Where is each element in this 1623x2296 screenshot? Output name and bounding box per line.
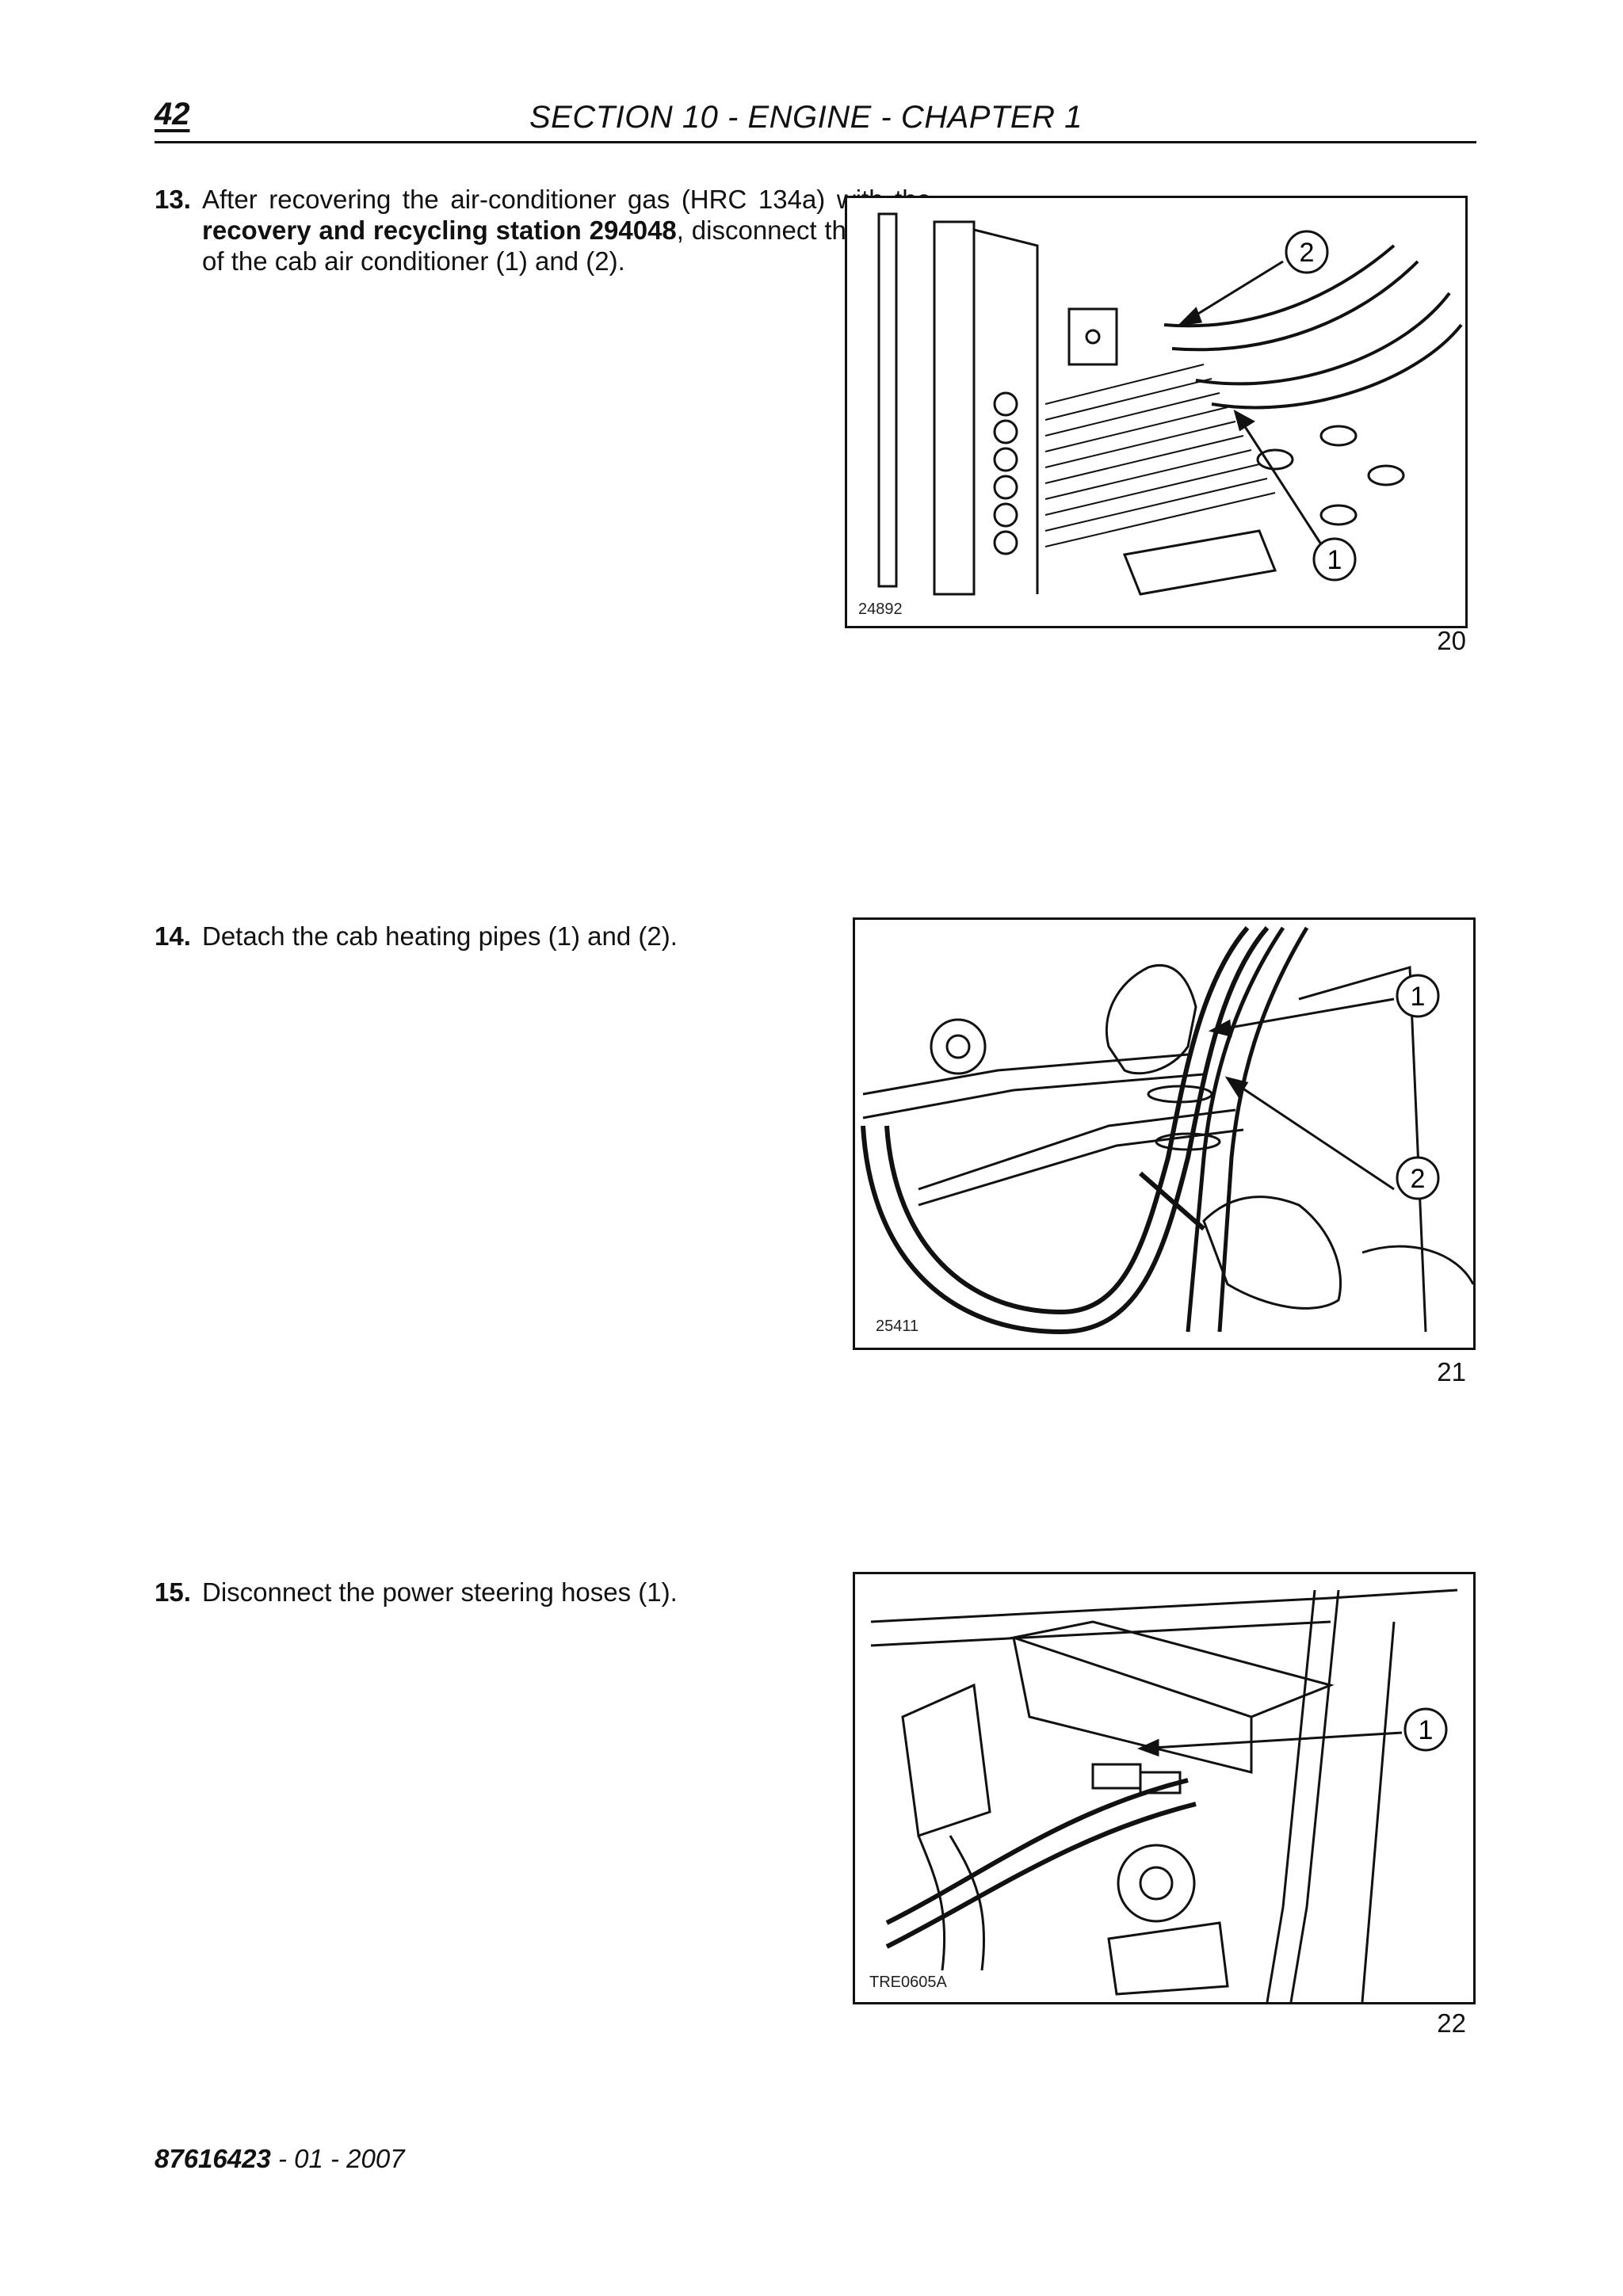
- figure-code: 24892: [858, 601, 903, 618]
- figure-code: TRE0605A: [869, 1974, 947, 1991]
- edition: - 01 - 2007: [270, 2144, 405, 2173]
- figure-22-illustration: 1 TRE0605A: [853, 1572, 1476, 2004]
- figure-20-illustration: 2 1 24892: [845, 196, 1468, 628]
- callout-1: 1: [1411, 982, 1426, 1012]
- doc-number: 87616423: [155, 2144, 271, 2173]
- figure-number: 21: [1437, 1357, 1466, 1386]
- step-number: 13.: [155, 185, 191, 214]
- step-number: 14.: [155, 921, 191, 951]
- page-header: 42 SECTION 10 - ENGINE - CHAPTER 1: [155, 93, 1476, 143]
- power-steering-hoses-drawing: 1: [870, 1589, 1458, 2002]
- heating-pipes-drawing: 1 2: [861, 926, 1473, 1335]
- station-name: recovery and recycling station 294048: [202, 215, 677, 245]
- step-text: Disconnect the power steering hoses (1).: [202, 1577, 678, 1607]
- callout-2: 2: [1411, 1164, 1426, 1194]
- page-footer: 87616423 - 01 - 2007: [155, 2144, 405, 2174]
- step-text: After recovering the air-conditioner gas…: [202, 185, 931, 276]
- callout-2: 2: [1300, 238, 1315, 268]
- page-number: 42: [155, 97, 190, 132]
- figure-code: 25411: [876, 1318, 919, 1335]
- figure-number: 22: [1437, 2008, 1466, 2038]
- callout-1: 1: [1327, 545, 1342, 575]
- ac-pipes-drawing: 2 1: [877, 212, 1463, 596]
- figure-number: 20: [1437, 626, 1466, 655]
- figure-21-illustration: 1 2 25411: [853, 917, 1476, 1350]
- section-title: SECTION 10 - ENGINE - CHAPTER 1: [529, 100, 1083, 135]
- step-number: 15.: [155, 1577, 191, 1607]
- callout-1: 1: [1419, 1715, 1434, 1745]
- step-text: Detach the cab heating pipes (1) and (2)…: [202, 921, 678, 951]
